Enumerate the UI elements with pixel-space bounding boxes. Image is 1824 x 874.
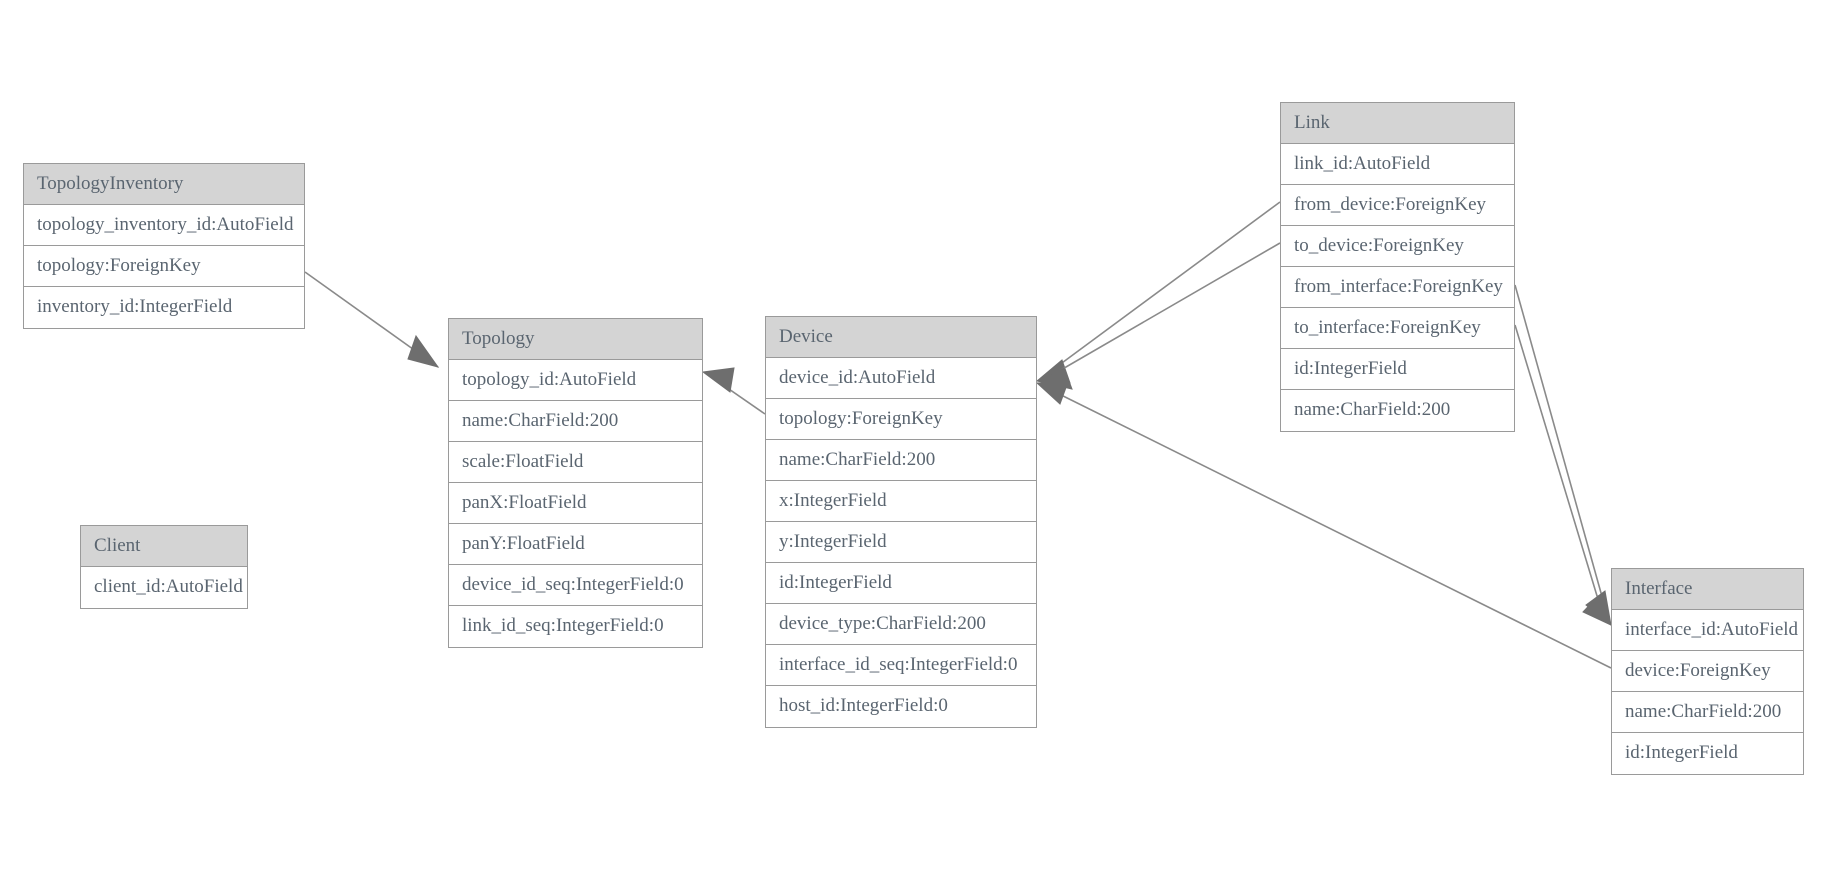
- entity-field: device_id_seq:IntegerField:0: [449, 565, 702, 606]
- relation-arrowhead: [407, 334, 440, 368]
- entity-title: Client: [81, 526, 247, 567]
- entity-field: scale:FloatField: [449, 442, 702, 483]
- entity-field: link_id:AutoField: [1281, 144, 1514, 185]
- relation-line: [1514, 284, 1609, 619]
- relation-edge: [1514, 324, 1613, 627]
- entity-field: topology_id:AutoField: [449, 360, 702, 401]
- entity-title: TopologyInventory: [24, 164, 304, 205]
- entity-field: device_id:AutoField: [766, 358, 1036, 399]
- relation-line: [1046, 242, 1281, 379]
- entity-field: inventory_id:IntegerField: [37, 296, 233, 317]
- relation-line: [1514, 324, 1605, 620]
- entity-box-client[interactable]: Client client_id:AutoField: [80, 525, 248, 609]
- entity-field: interface_id_seq:IntegerField:0: [766, 645, 1036, 686]
- relation-arrowhead: [1035, 367, 1073, 390]
- relation-edge: [1035, 201, 1281, 384]
- relation-edge: [701, 367, 766, 415]
- entity-field: id:IntegerField: [1281, 349, 1514, 390]
- entity-field: panX:FloatField: [449, 483, 702, 524]
- entity-field: name:CharField:200: [766, 440, 1036, 481]
- relation-line: [1046, 201, 1281, 375]
- entity-field: host_id:IntegerField:0: [779, 695, 948, 716]
- relation-arrowhead: [701, 367, 735, 393]
- entity-field: id:IntegerField: [766, 563, 1036, 604]
- entity-field: name:CharField:200: [449, 401, 702, 442]
- relation-arrowhead: [1585, 590, 1612, 627]
- entity-title: Device: [766, 317, 1036, 358]
- entity-field: link_id_seq:IntegerField:0: [462, 615, 664, 636]
- entity-field: panY:FloatField: [449, 524, 702, 565]
- entity-field: from_device:ForeignKey: [1281, 185, 1514, 226]
- relation-edge: [304, 271, 440, 368]
- entity-field: device:ForeignKey: [1612, 651, 1803, 692]
- entity-field: client_id:AutoField: [94, 576, 243, 597]
- entity-title: Topology: [449, 319, 702, 360]
- entity-field: id:IntegerField: [1625, 742, 1738, 763]
- relation-line: [304, 271, 439, 368]
- entity-field: interface_id:AutoField: [1612, 610, 1803, 651]
- entity-title: Interface: [1612, 569, 1803, 610]
- entity-field: x:IntegerField: [766, 481, 1036, 522]
- entity-title: Link: [1281, 103, 1514, 144]
- relation-edge: [1035, 242, 1281, 390]
- entity-field: topology:ForeignKey: [24, 246, 304, 287]
- relation-arrowhead: [1582, 595, 1613, 627]
- relation-arrowhead: [1035, 359, 1071, 384]
- entity-field: to_device:ForeignKey: [1281, 226, 1514, 267]
- relation-edge: [1514, 284, 1612, 627]
- entity-field: device_type:CharField:200: [766, 604, 1036, 645]
- entity-field: name:CharField:200: [1612, 692, 1803, 733]
- entity-field: topology:ForeignKey: [766, 399, 1036, 440]
- entity-field: from_interface:ForeignKey: [1281, 267, 1514, 308]
- entity-field: y:IntegerField: [766, 522, 1036, 563]
- entity-field: topology_inventory_id:AutoField: [24, 205, 304, 246]
- relation-arrowhead: [1035, 381, 1069, 405]
- entity-field: name:CharField:200: [1294, 399, 1451, 420]
- relation-line: [712, 377, 766, 415]
- entity-field: to_interface:ForeignKey: [1281, 308, 1514, 349]
